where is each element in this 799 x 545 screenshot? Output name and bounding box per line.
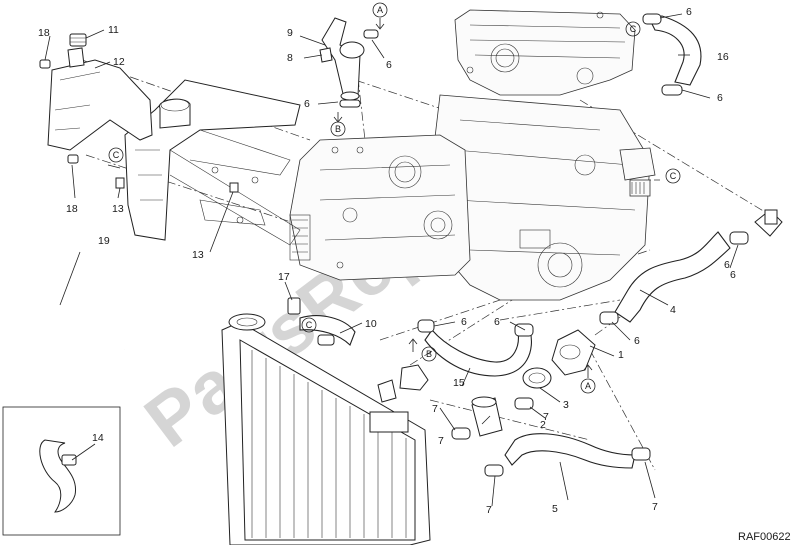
frame xyxy=(124,79,301,246)
ref-c-radiator: C xyxy=(301,317,317,333)
svg-text:A: A xyxy=(377,5,383,15)
callout-9: 9 xyxy=(287,27,293,39)
callout-3: 3 xyxy=(563,399,569,411)
callout-2: 2 xyxy=(540,419,546,431)
callout-4: 4 xyxy=(670,304,676,316)
ref-b-top: B xyxy=(330,112,346,137)
hose-5 xyxy=(504,433,651,469)
reference-markers: A A B B C C C xyxy=(107,2,681,394)
callout-18: 18 xyxy=(38,27,50,39)
hose-15 xyxy=(417,319,534,377)
callout-10: 10 xyxy=(365,318,377,330)
inset-box xyxy=(2,406,121,536)
callout-7: 7 xyxy=(438,435,444,447)
drawing-code: RAF00622 xyxy=(738,531,791,543)
bleed-valve xyxy=(399,364,429,391)
ref-a-bottom: A xyxy=(580,364,596,394)
hose-10 xyxy=(287,297,356,346)
ref-c-top-right: C xyxy=(625,21,641,37)
callout-11: 11 xyxy=(108,24,119,36)
svg-text:C: C xyxy=(306,320,313,330)
expansion-tank-cap xyxy=(69,33,87,47)
svg-text:B: B xyxy=(426,349,432,359)
callout-1: 1 xyxy=(618,349,624,361)
callout-6: 6 xyxy=(634,335,640,347)
callout-7: 7 xyxy=(652,501,658,513)
callout-5: 5 xyxy=(552,503,558,515)
callout-14: 14 xyxy=(92,432,104,444)
ref-c-tank: C xyxy=(107,147,124,169)
svg-text:C: C xyxy=(630,24,637,34)
callout-8: 8 xyxy=(287,52,293,64)
callout-6: 6 xyxy=(730,269,736,281)
callout-12: 12 xyxy=(113,56,125,68)
ref-c-right: C xyxy=(665,168,681,184)
ref-a-top: A xyxy=(372,2,388,30)
callout-6: 6 xyxy=(686,6,692,18)
callout-6: 6 xyxy=(461,316,467,328)
callout-6: 6 xyxy=(494,316,500,328)
breather-hose xyxy=(3,60,125,351)
callout-19: 19 xyxy=(98,235,110,247)
callout-7: 7 xyxy=(432,403,438,415)
svg-text:A: A xyxy=(585,381,591,391)
callout-13: 13 xyxy=(112,203,124,215)
callout-6: 6 xyxy=(717,92,723,104)
svg-text:C: C xyxy=(670,171,677,181)
svg-text:B: B xyxy=(335,124,341,134)
filler-neck xyxy=(319,17,379,108)
callouts: 1 2 3 4 5 6 6 6 6 6 6 6 6 6 7 7 7 7 7 8 … xyxy=(38,6,736,516)
callout-7: 7 xyxy=(543,411,549,423)
callout-15: 15 xyxy=(453,377,465,389)
small-fasteners xyxy=(39,59,239,193)
radiator xyxy=(221,313,431,545)
hose-4 xyxy=(599,209,783,325)
callout-6: 6 xyxy=(386,59,392,71)
engine-block xyxy=(289,9,656,301)
expansion-tank xyxy=(47,33,153,151)
callout-6: 6 xyxy=(724,259,730,271)
callout-6: 6 xyxy=(304,98,310,110)
ref-b-bottom: B xyxy=(408,338,437,362)
leader-lines xyxy=(44,13,739,507)
callout-17: 17 xyxy=(278,271,290,283)
callout-13: 13 xyxy=(192,249,204,261)
callout-16: 16 xyxy=(717,51,729,63)
callout-7: 7 xyxy=(486,504,492,516)
coolant-fittings xyxy=(451,329,596,477)
callout-18: 18 xyxy=(66,203,78,215)
hose-16 xyxy=(642,13,702,96)
svg-text:C: C xyxy=(113,150,120,160)
